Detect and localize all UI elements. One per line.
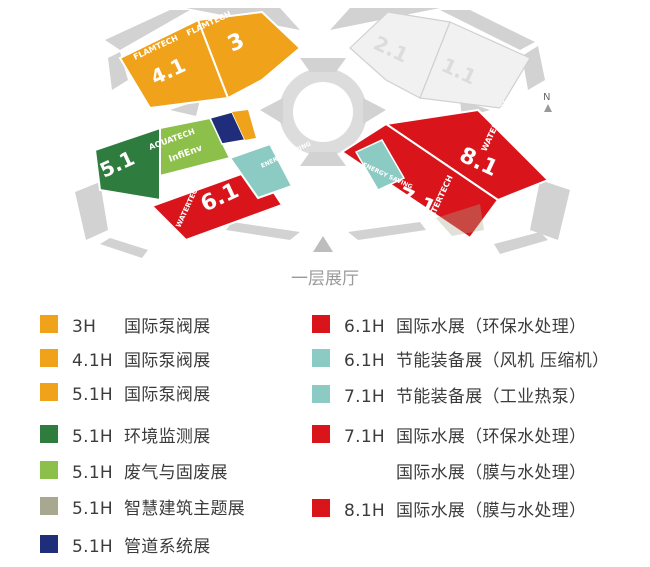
legend-swatch [312,315,330,333]
legend-swatch [40,425,58,443]
legend-swatch [312,385,330,403]
legend-swatch [40,497,58,515]
legend-swatch [312,425,330,443]
legend-item: 3H 国际泵阀展 [40,312,211,337]
legend-swatch [40,383,58,401]
legend-name: 节能装备展（工业热泵） [396,386,587,407]
wing-se-bottom [494,232,548,254]
legend-name: 国际泵阀展 [124,350,211,371]
legend-name: 国际水展（环保水处理） [396,426,587,447]
legend-name: 废气与固废展 [124,462,228,483]
legend-hall: 6.1H [344,316,386,337]
legend-name: 节能装备展（风机 压缩机） [396,350,610,371]
legend-hall: 4.1H [72,350,114,371]
legend-hall: 3H [72,316,97,337]
wing-ne-top [440,10,535,50]
wing-se-side [530,180,570,240]
wing-ne-side [522,46,545,90]
entrance-arrow-icon [313,236,333,252]
legend-item: 国际水展（膜与水处理） [312,458,587,483]
legend-name: 国际水展（环保水处理） [396,316,587,337]
legend-item: 6.1H 国际水展（环保水处理） [312,312,587,337]
wing-nw-side [108,52,128,90]
legend-swatch [312,499,330,517]
legend-name: 国际泵阀展 [124,384,211,405]
wing-s-right [348,222,426,240]
north-arrow: N [543,92,552,112]
legend-hall: 5.1H [72,498,114,519]
legend-item: 5.1H 环境监测展 [40,422,211,447]
legend-hall: 5.1H [72,462,114,483]
legend-hall: 7.1H [344,386,386,407]
central-hub [260,58,386,166]
legend-swatch [40,315,58,333]
legend-name: 国际水展（膜与水处理） [396,462,587,483]
legend-item: 5.1H 管道系统展 [40,532,211,557]
legend-hall: 8.1H [344,500,386,521]
legend-item: 7.1H 国际水展（环保水处理） [312,422,587,447]
legend-name: 环境监测展 [124,426,211,447]
legend-item: 7.1H 节能装备展（工业热泵） [312,382,587,407]
legend-hall: 5.1H [72,384,114,405]
legend-name: 管道系统展 [124,536,211,557]
legend-item: 6.1H 节能装备展（风机 压缩机） [312,346,610,371]
legend-hall: 5.1H [72,426,114,447]
hall-7-1[interactable]: ENERGY SAVING 7.1 WATERTECH [340,122,500,240]
hall-5-1[interactable]: 5.1 AQUATECH InfiEnv [93,110,256,202]
legend-hall: 6.1H [344,350,386,371]
hall-2-1[interactable]: 2.1 [349,11,451,99]
wing-sw-side [75,182,108,240]
legend-item: 5.1H 国际泵阀展 [40,380,211,405]
entrance-label: 一层展厅 [291,269,359,289]
legend-item: 8.1H 国际水展（膜与水处理） [312,496,587,521]
outer-wings [75,8,570,258]
legend-item: 4.1H 国际泵阀展 [40,346,211,371]
wing-nw-top [105,10,190,50]
legend-item: 5.1H 智慧建筑主题展 [40,494,246,519]
legend-swatch [40,535,58,553]
legend-swatch [312,349,330,367]
legend-swatch [40,349,58,367]
wing-s-left [226,222,300,240]
legend-hall: 7.1H [344,426,386,447]
legend-name: 国际水展（膜与水处理） [396,500,587,521]
wing-sw-bottom [100,238,148,258]
legend-item: 5.1H 废气与固废展 [40,458,228,483]
legend-name: 国际泵阀展 [124,316,211,337]
legend-name: 智慧建筑主题展 [124,498,246,519]
north-label: N [543,92,550,103]
hall-1-1[interactable]: 1.1 [419,21,531,109]
legend-swatch [40,461,58,479]
wing-w-notch [170,100,200,116]
exhibition-floor-map: .hnum { font-family:"DejaVu Sans", sans-… [75,8,570,258]
legend-hall: 5.1H [72,536,114,557]
hall-4-1[interactable]: FLAMTECH 4.1 [118,18,230,110]
